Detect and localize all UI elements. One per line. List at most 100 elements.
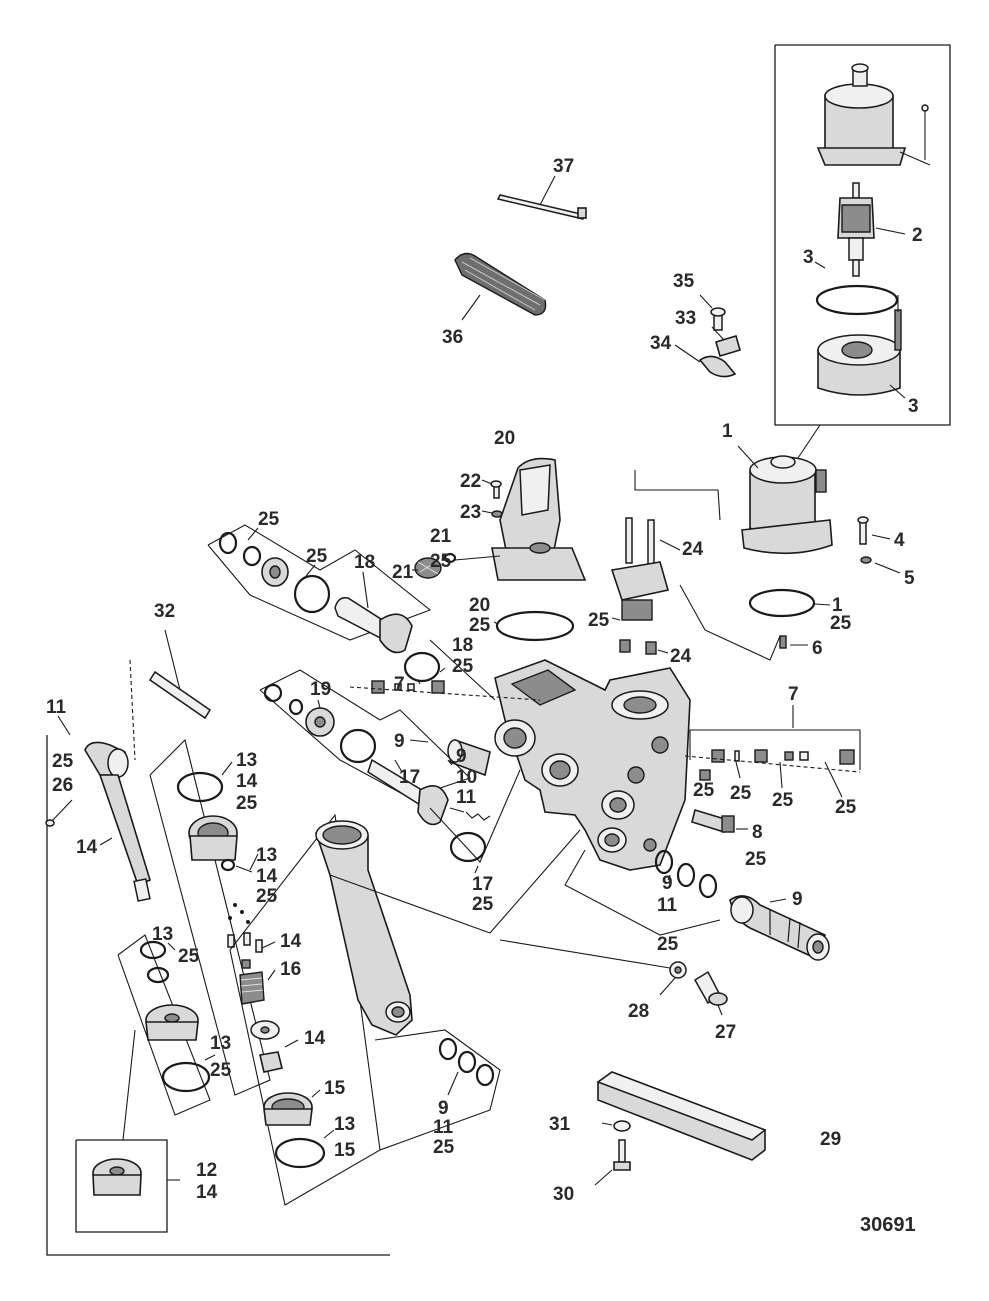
- cylinder-part: [315, 820, 413, 1036]
- fitting-25-icon: [699, 769, 711, 781]
- valve-cluster-part: [227, 903, 265, 1005]
- leader-25-piston-a: [247, 527, 259, 541]
- callout-5: 5: [904, 568, 915, 589]
- leader-10: [449, 807, 465, 813]
- figure-number: 30691: [860, 1214, 916, 1236]
- leader-25-7b: [779, 761, 783, 789]
- o-ring-13-15: [274, 1137, 326, 1169]
- leader-13-25-lower: [204, 1054, 216, 1061]
- callout-13: 13: [256, 845, 277, 866]
- washer-5-icon: [860, 556, 872, 564]
- callout-36: 36: [442, 327, 463, 348]
- shaft-17-connector: [429, 769, 521, 863]
- callout-25: 25: [835, 797, 857, 818]
- leader-9-pin: [769, 898, 787, 903]
- callout-14: 14: [76, 837, 98, 858]
- check-valve-7-left-parts: [371, 680, 445, 694]
- o-ring-17: [449, 831, 487, 863]
- leader-5: [874, 562, 901, 574]
- o-ring-cyl-a: [438, 1037, 458, 1061]
- callout-8: 8: [752, 822, 763, 843]
- callout-23: 23: [460, 502, 481, 523]
- callout-4: 4: [894, 530, 905, 551]
- callout-9: 9: [792, 889, 803, 910]
- check-valve-7-left-axis: [349, 686, 541, 701]
- leader-13-cyl: [249, 853, 259, 871]
- callout-30: 30: [553, 1184, 574, 1205]
- leader-20-seal: [493, 621, 499, 625]
- callout-17: 17: [399, 767, 420, 788]
- leader-14-nut: [284, 1039, 299, 1048]
- bolt-26-icon: [45, 799, 73, 827]
- o-ring-3-upper: [815, 284, 899, 316]
- memory-piston-group: [149, 738, 271, 1096]
- leader-27: [717, 1004, 723, 1016]
- leader-17: [394, 759, 403, 773]
- check-valve-7-right-parts: [711, 749, 855, 765]
- leader-1-lower: [814, 603, 831, 606]
- leader-14-rod: [99, 837, 113, 846]
- free-piston-down: [122, 1029, 136, 1141]
- callout-25: 25: [693, 780, 715, 801]
- leader-14-memory: [235, 865, 253, 873]
- o-ring-cyl-c: [475, 1063, 495, 1087]
- callout-25: 25: [306, 546, 328, 567]
- seal-25-b: [146, 966, 170, 984]
- seal-13-a: [139, 940, 167, 960]
- callout-24: 24: [682, 539, 704, 560]
- armature-part: [837, 182, 875, 277]
- leader-25-7c: [824, 761, 843, 798]
- leader-23: [481, 510, 493, 514]
- callout-10: 10: [456, 767, 477, 788]
- callout-25: 25: [52, 751, 74, 772]
- leader-16: [267, 969, 276, 981]
- shaft-18-connector: [429, 639, 496, 701]
- seal-19b: [288, 698, 304, 716]
- end-cap-part: [817, 295, 902, 396]
- leader-3-lower: [889, 384, 906, 399]
- callout-25: 25: [178, 946, 200, 967]
- callout-25: 25: [588, 610, 610, 631]
- callout-3: 3: [803, 247, 814, 268]
- leader-19: [317, 699, 321, 709]
- leader-4: [871, 534, 891, 540]
- callout-25: 25: [236, 793, 258, 814]
- leader-35: [699, 294, 713, 309]
- leader-9a: [409, 739, 429, 743]
- leader-13-upper: [221, 761, 233, 776]
- washer-31-part: [613, 1120, 631, 1132]
- o-ring-9c: [698, 873, 718, 899]
- pin-6-icon: [779, 635, 787, 649]
- leader-33: [711, 326, 725, 341]
- callout-37: 37: [553, 156, 574, 177]
- o-ring-upper-25: [293, 574, 331, 614]
- callout-labels: 37 2 3 3 35 33 34 36 20 1 22 23 25 21 25…: [46, 156, 923, 1205]
- end-cap-frame: [75, 1139, 168, 1233]
- reservoir-seal-20: [495, 610, 575, 642]
- trim-rod-32-guide: [129, 659, 136, 761]
- shaft-17-part: [367, 758, 449, 826]
- leader-30: [594, 1169, 613, 1186]
- trim-rod-14-part: [84, 741, 151, 902]
- callout-13: 13: [236, 750, 257, 771]
- callout-33: 33: [675, 308, 696, 329]
- motor-group-line-2: [679, 584, 781, 661]
- callout-25: 25: [657, 934, 679, 955]
- fill-cap-21-part: [414, 552, 457, 579]
- callout-14: 14: [256, 866, 278, 887]
- leader-9-11-25: [667, 874, 671, 881]
- o-ring-9a: [654, 849, 674, 875]
- o-ring-13-25-free: [161, 1061, 211, 1093]
- leader-36: [461, 294, 481, 321]
- callout-26: 26: [52, 775, 73, 796]
- leader-13-25-free: [167, 942, 176, 951]
- leader-21-25: [454, 555, 501, 561]
- callout-25: 25: [830, 613, 852, 634]
- anode-29-part: [596, 1071, 767, 1161]
- callout-20: 20: [494, 428, 515, 449]
- callout-6: 6: [812, 638, 823, 659]
- seal-15-part: [263, 1092, 313, 1126]
- fitting-8-part: [691, 808, 735, 833]
- callout-25: 25: [772, 790, 794, 811]
